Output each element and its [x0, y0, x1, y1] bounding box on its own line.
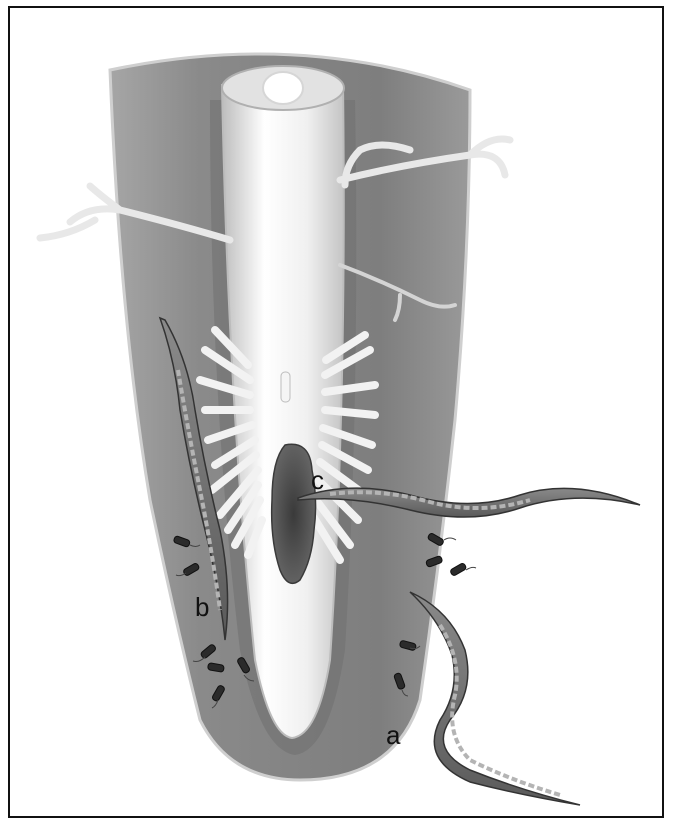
label-c: c: [311, 467, 324, 493]
stele-top-core: [263, 72, 303, 104]
short-root-hair: [281, 372, 290, 402]
label-a: a: [386, 722, 400, 748]
nematode-a: [410, 592, 580, 805]
label-b: b: [195, 594, 209, 620]
